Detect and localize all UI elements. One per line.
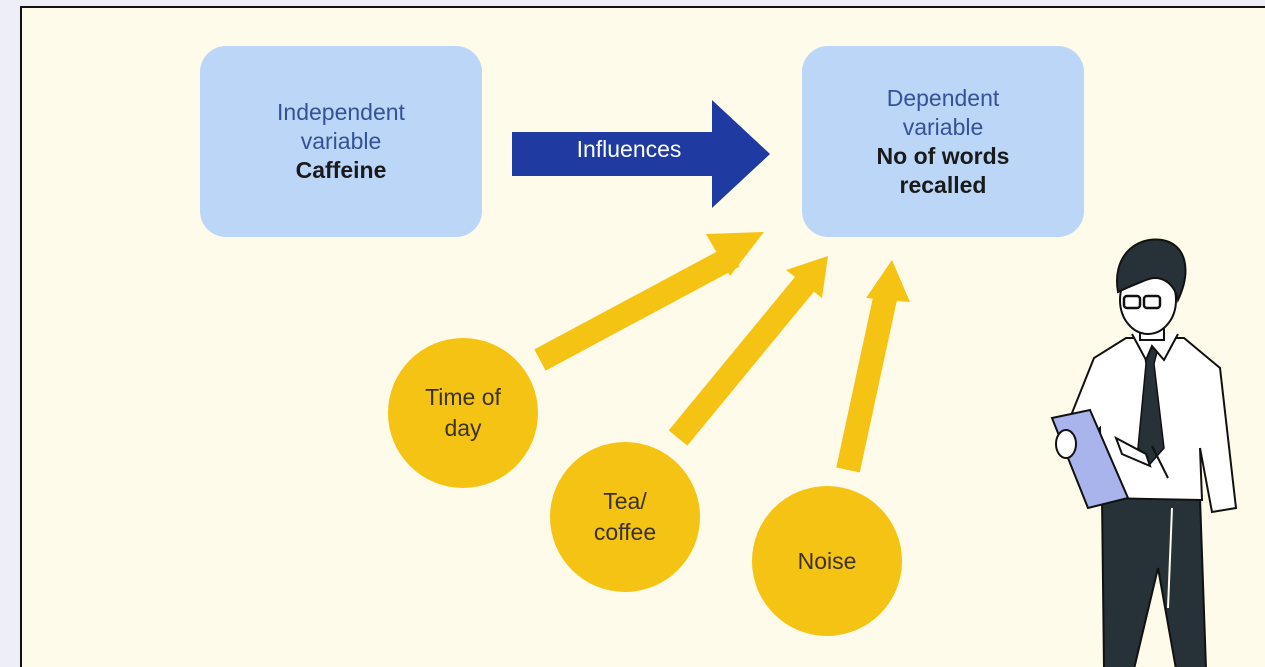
independent-value: Caffeine [295, 157, 387, 183]
independent-label-line1: Independent [277, 99, 405, 125]
factor-tea-coffee-line1: Tea/ [603, 488, 647, 514]
person-with-tablet-icon [1050, 238, 1238, 667]
dependent-label-line1: Dependent [886, 84, 1000, 111]
independent-variable-box: Independent variable Caffeine [200, 46, 482, 237]
factor-tea-coffee: Tea/ coffee [550, 442, 700, 592]
factor-noise-label: Noise [797, 547, 857, 574]
influences-arrow [512, 100, 770, 208]
tea-coffee-arrow [668, 256, 828, 446]
noise-arrow [836, 260, 910, 473]
factor-noise: Noise [752, 486, 902, 636]
dependent-variable-box: Dependent variable No of words recalled [802, 46, 1084, 237]
time-of-day-arrow [534, 232, 764, 371]
dependent-value-line1: No of words [876, 142, 1010, 169]
diagram-canvas: Independent variable Caffeine Influences… [20, 6, 1265, 667]
factor-tea-coffee-line2: coffee [593, 519, 657, 545]
factor-time-of-day-line1: Time of [425, 384, 501, 410]
independent-label-line2: variable [300, 128, 382, 154]
dependent-value-line2: recalled [899, 171, 987, 198]
influences-label: Influences [576, 136, 682, 162]
factor-time-of-day: Time of day [388, 338, 538, 488]
dependent-label-line2: variable [902, 113, 984, 140]
diagram-arrows [512, 100, 1238, 667]
factor-time-of-day-line2: day [444, 415, 482, 441]
